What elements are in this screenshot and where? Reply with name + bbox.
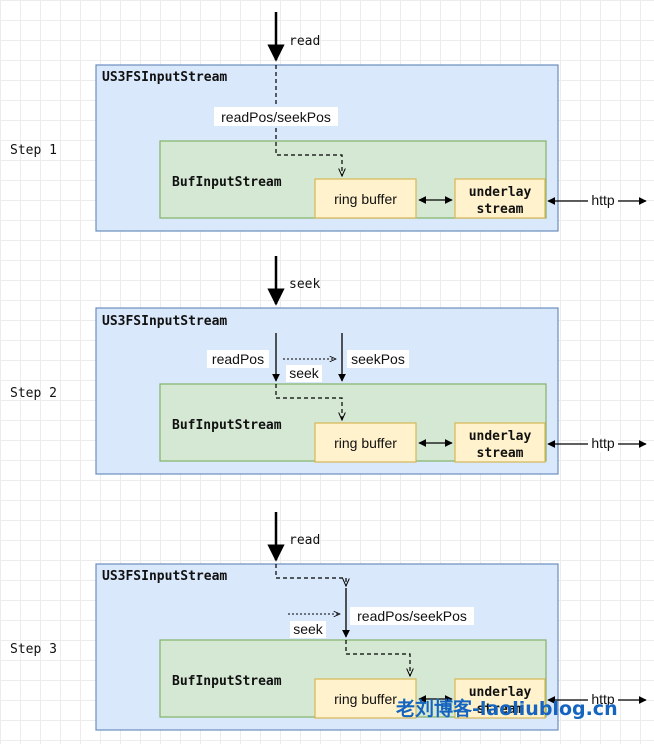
step-3-label: Step 3 (10, 642, 57, 657)
step-1-read-label: read (289, 34, 320, 49)
step-3-read-path-b (345, 640, 410, 676)
step-3-inner-title: BufInputStream (172, 674, 282, 689)
step-3-read-label: read (289, 533, 320, 548)
step-3-underlay-label-2: stream (477, 702, 524, 717)
step-1-pos-label: readPos/seekPos (221, 109, 331, 125)
step-3-pos-label: readPos/seekPos (357, 608, 467, 624)
step-2-underlay-stream (454, 422, 546, 463)
step-1-http-label: http (591, 192, 615, 208)
step-1-underlay-stream (454, 178, 546, 219)
step-3-underlay-label-1: underlay (469, 685, 532, 700)
watermark-text: 老刘博客-laoliublog.cn (396, 697, 618, 720)
step-2-readpos-label: readPos (212, 351, 264, 367)
step-3-underlay-stream (454, 678, 546, 719)
step-1-inner-title: BufInputStream (172, 175, 282, 190)
step-3-group: Step 3 read US3FSInputStream BufInputStr… (10, 512, 647, 731)
step-2-inner-title: BufInputStream (172, 418, 282, 433)
step-2-label: Step 2 (10, 386, 57, 401)
step-3-ring-buffer (314, 678, 417, 719)
step-1-label: Step 1 (10, 143, 57, 158)
step-3-ring-buffer-label: ring buffer (334, 691, 397, 707)
step-2-http-label: http (591, 435, 615, 451)
step-3-read-path-a (275, 564, 346, 586)
step-2-ring-buffer (314, 422, 417, 463)
step-1-ring-buffer-label: ring buffer (334, 191, 397, 207)
step-3-http-label: http (591, 691, 615, 707)
step-1-read-path-b (275, 128, 342, 176)
step-2-underlay-label-2: stream (477, 446, 524, 461)
step-1-outer-title: US3FSInputStream (102, 70, 227, 85)
step-2-read-path (275, 384, 342, 420)
step-1-underlay-label-1: underlay (469, 185, 532, 200)
step-1-group: Step 1 read US3FSInputStream BufInputStr… (10, 12, 647, 232)
step-2-seek-top-label: seek (289, 277, 320, 292)
step-2-ring-buffer-label: ring buffer (334, 435, 397, 451)
step-1-ring-buffer (314, 178, 417, 219)
step-3-seek-label: seek (293, 621, 324, 637)
step-2-underlay-label-1: underlay (469, 429, 532, 444)
step-3-outer-title: US3FSInputStream (102, 569, 227, 584)
step-2-seekpos-label: seekPos (351, 351, 405, 367)
step-1-underlay-label-2: stream (477, 202, 524, 217)
step-2-group: Step 2 seek US3FSInputStream BufInputStr… (10, 256, 647, 475)
step-2-seek-label: seek (289, 365, 320, 381)
step-2-outer-title: US3FSInputStream (102, 314, 227, 329)
